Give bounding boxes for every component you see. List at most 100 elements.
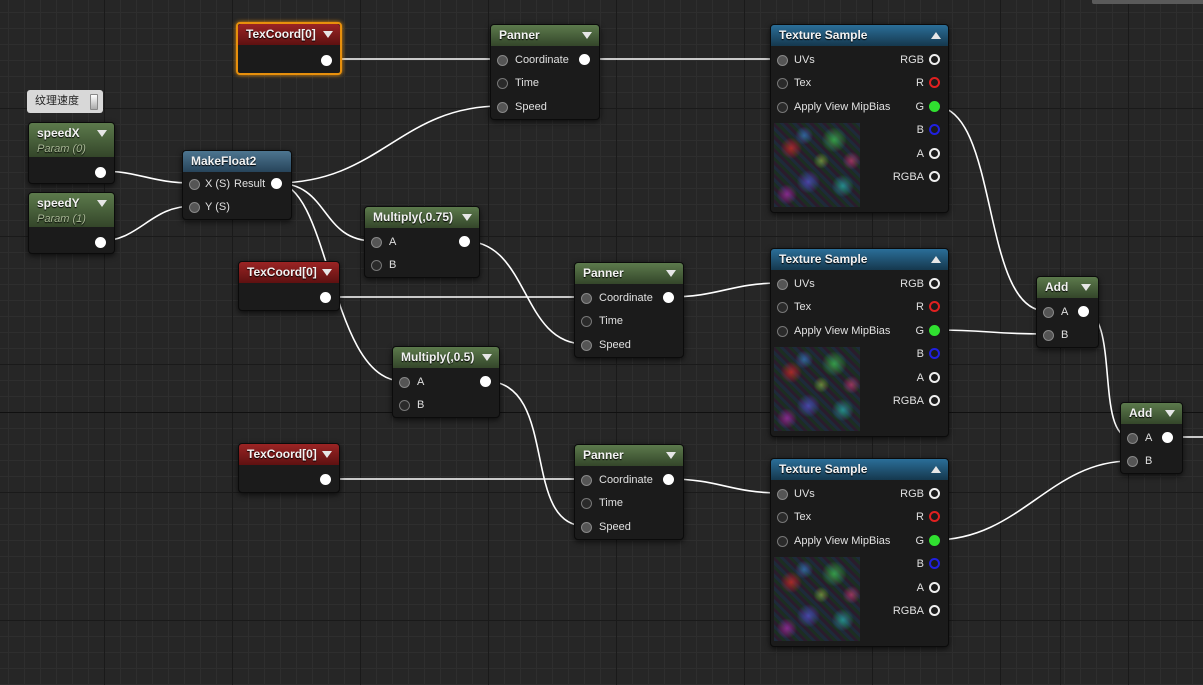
collapse-arrow-icon[interactable] xyxy=(323,31,333,38)
texture-sample-node[interactable]: Texture Sample UVs RGB Tex R Apply View … xyxy=(770,24,949,213)
node-header: TexCoord[0] xyxy=(239,262,339,283)
param-node-speedy[interactable]: speedY Param (1) xyxy=(28,192,115,254)
output-pin-g[interactable] xyxy=(929,535,940,546)
collapse-arrow-icon[interactable] xyxy=(97,130,107,137)
output-pin-rgba[interactable] xyxy=(929,605,940,616)
input-pin[interactable] xyxy=(581,293,592,304)
input-pin[interactable] xyxy=(1043,307,1054,318)
input-pin[interactable] xyxy=(399,400,410,411)
input-pin[interactable] xyxy=(777,512,788,523)
multiply-node[interactable]: Multiply(,0.5) A B xyxy=(392,346,500,418)
input-pin[interactable] xyxy=(777,78,788,89)
collapse-arrow-icon[interactable] xyxy=(1165,410,1175,417)
output-pin[interactable] xyxy=(1078,306,1089,317)
input-pin[interactable] xyxy=(581,522,592,533)
add-node[interactable]: Add A B xyxy=(1120,402,1183,474)
comment-bubble[interactable]: 纹理速度 xyxy=(27,90,103,113)
output-pin-a[interactable] xyxy=(929,148,940,159)
input-pin[interactable] xyxy=(581,340,592,351)
input-pin[interactable] xyxy=(777,536,788,547)
input-pin[interactable] xyxy=(1043,330,1054,341)
node-header: TexCoord[0] xyxy=(239,444,339,465)
multiply-node[interactable]: Multiply(,0.75) A B xyxy=(364,206,480,278)
panner-node[interactable]: Panner Coordinate Time Speed xyxy=(574,444,684,540)
input-pin[interactable] xyxy=(371,237,382,248)
texcoord-node[interactable]: TexCoord[0] xyxy=(238,443,340,493)
collapse-arrow-icon[interactable] xyxy=(666,452,676,459)
node-header: TexCoord[0] xyxy=(238,24,340,45)
output-pin[interactable] xyxy=(663,474,674,485)
output-pin-b[interactable] xyxy=(929,348,940,359)
texture-sample-node[interactable]: Texture Sample UVs RGB Tex R Apply View … xyxy=(770,248,949,437)
node-header: Texture Sample xyxy=(771,459,948,480)
collapse-arrow-icon[interactable] xyxy=(1081,284,1091,291)
input-pin[interactable] xyxy=(497,55,508,66)
output-pin[interactable] xyxy=(929,488,940,499)
expand-arrow-icon[interactable] xyxy=(931,32,941,39)
input-pin[interactable] xyxy=(581,316,592,327)
output-pin[interactable] xyxy=(95,237,106,248)
panner-node[interactable]: Panner Coordinate Time Speed xyxy=(490,24,600,120)
output-pin-rgba[interactable] xyxy=(929,395,940,406)
input-pin[interactable] xyxy=(1127,456,1138,467)
collapse-arrow-icon[interactable] xyxy=(322,451,332,458)
add-node[interactable]: Add A B xyxy=(1036,276,1099,348)
output-pin-a[interactable] xyxy=(929,582,940,593)
collapse-arrow-icon[interactable] xyxy=(582,32,592,39)
input-pin[interactable] xyxy=(497,78,508,89)
input-pin[interactable] xyxy=(399,377,410,388)
node-title: Add xyxy=(1045,280,1069,294)
output-pin-b[interactable] xyxy=(929,124,940,135)
input-pin[interactable] xyxy=(189,179,200,190)
output-pin-a[interactable] xyxy=(929,372,940,383)
expand-arrow-icon[interactable] xyxy=(931,256,941,263)
collapse-arrow-icon[interactable] xyxy=(322,269,332,276)
texcoord-node[interactable]: TexCoord[0] xyxy=(236,22,342,75)
output-pin[interactable] xyxy=(663,292,674,303)
output-pin[interactable] xyxy=(95,167,106,178)
output-pin-r[interactable] xyxy=(929,511,940,522)
input-pin[interactable] xyxy=(777,489,788,500)
input-pin[interactable] xyxy=(581,475,592,486)
output-pin-r[interactable] xyxy=(929,77,940,88)
output-pin[interactable] xyxy=(320,474,331,485)
input-pin[interactable] xyxy=(371,260,382,271)
input-pin[interactable] xyxy=(189,202,200,213)
input-pin[interactable] xyxy=(497,102,508,113)
output-pin[interactable] xyxy=(271,178,282,189)
param-node-speedx[interactable]: speedX Param (0) xyxy=(28,122,115,184)
output-pin[interactable] xyxy=(480,376,491,387)
output-pin-rgba[interactable] xyxy=(929,171,940,182)
makefloat2-node[interactable]: MakeFloat2 X (S) Result Y (S) xyxy=(182,150,292,220)
output-pin-b[interactable] xyxy=(929,558,940,569)
output-pin[interactable] xyxy=(579,54,590,65)
input-pin[interactable] xyxy=(581,498,592,509)
input-pin[interactable] xyxy=(777,302,788,313)
output-pin-g[interactable] xyxy=(929,101,940,112)
output-pin-g[interactable] xyxy=(929,325,940,336)
pin-label: Time xyxy=(599,497,624,509)
output-pin[interactable] xyxy=(929,278,940,289)
output-pin[interactable] xyxy=(929,54,940,65)
collapse-arrow-icon[interactable] xyxy=(666,270,676,277)
pin-label: X (S) xyxy=(205,178,231,190)
panner-node[interactable]: Panner Coordinate Time Speed xyxy=(574,262,684,358)
output-pin[interactable] xyxy=(459,236,470,247)
output-pin-r[interactable] xyxy=(929,301,940,312)
texcoord-node[interactable]: TexCoord[0] xyxy=(238,261,340,311)
pin-icon[interactable] xyxy=(90,94,98,110)
collapse-arrow-icon[interactable] xyxy=(482,354,492,361)
expand-arrow-icon[interactable] xyxy=(931,466,941,473)
texture-sample-node[interactable]: Texture Sample UVs RGB Tex R Apply View … xyxy=(770,458,949,647)
input-pin[interactable] xyxy=(777,55,788,66)
output-pin[interactable] xyxy=(1162,432,1173,443)
input-pin[interactable] xyxy=(1127,433,1138,444)
input-pin[interactable] xyxy=(777,326,788,337)
collapse-arrow-icon[interactable] xyxy=(462,214,472,221)
output-pin[interactable] xyxy=(320,292,331,303)
output-pin[interactable] xyxy=(321,55,332,66)
input-pin[interactable] xyxy=(777,279,788,290)
input-pin[interactable] xyxy=(777,102,788,113)
collapse-arrow-icon[interactable] xyxy=(97,200,107,207)
pin-label: RGB xyxy=(900,488,924,500)
